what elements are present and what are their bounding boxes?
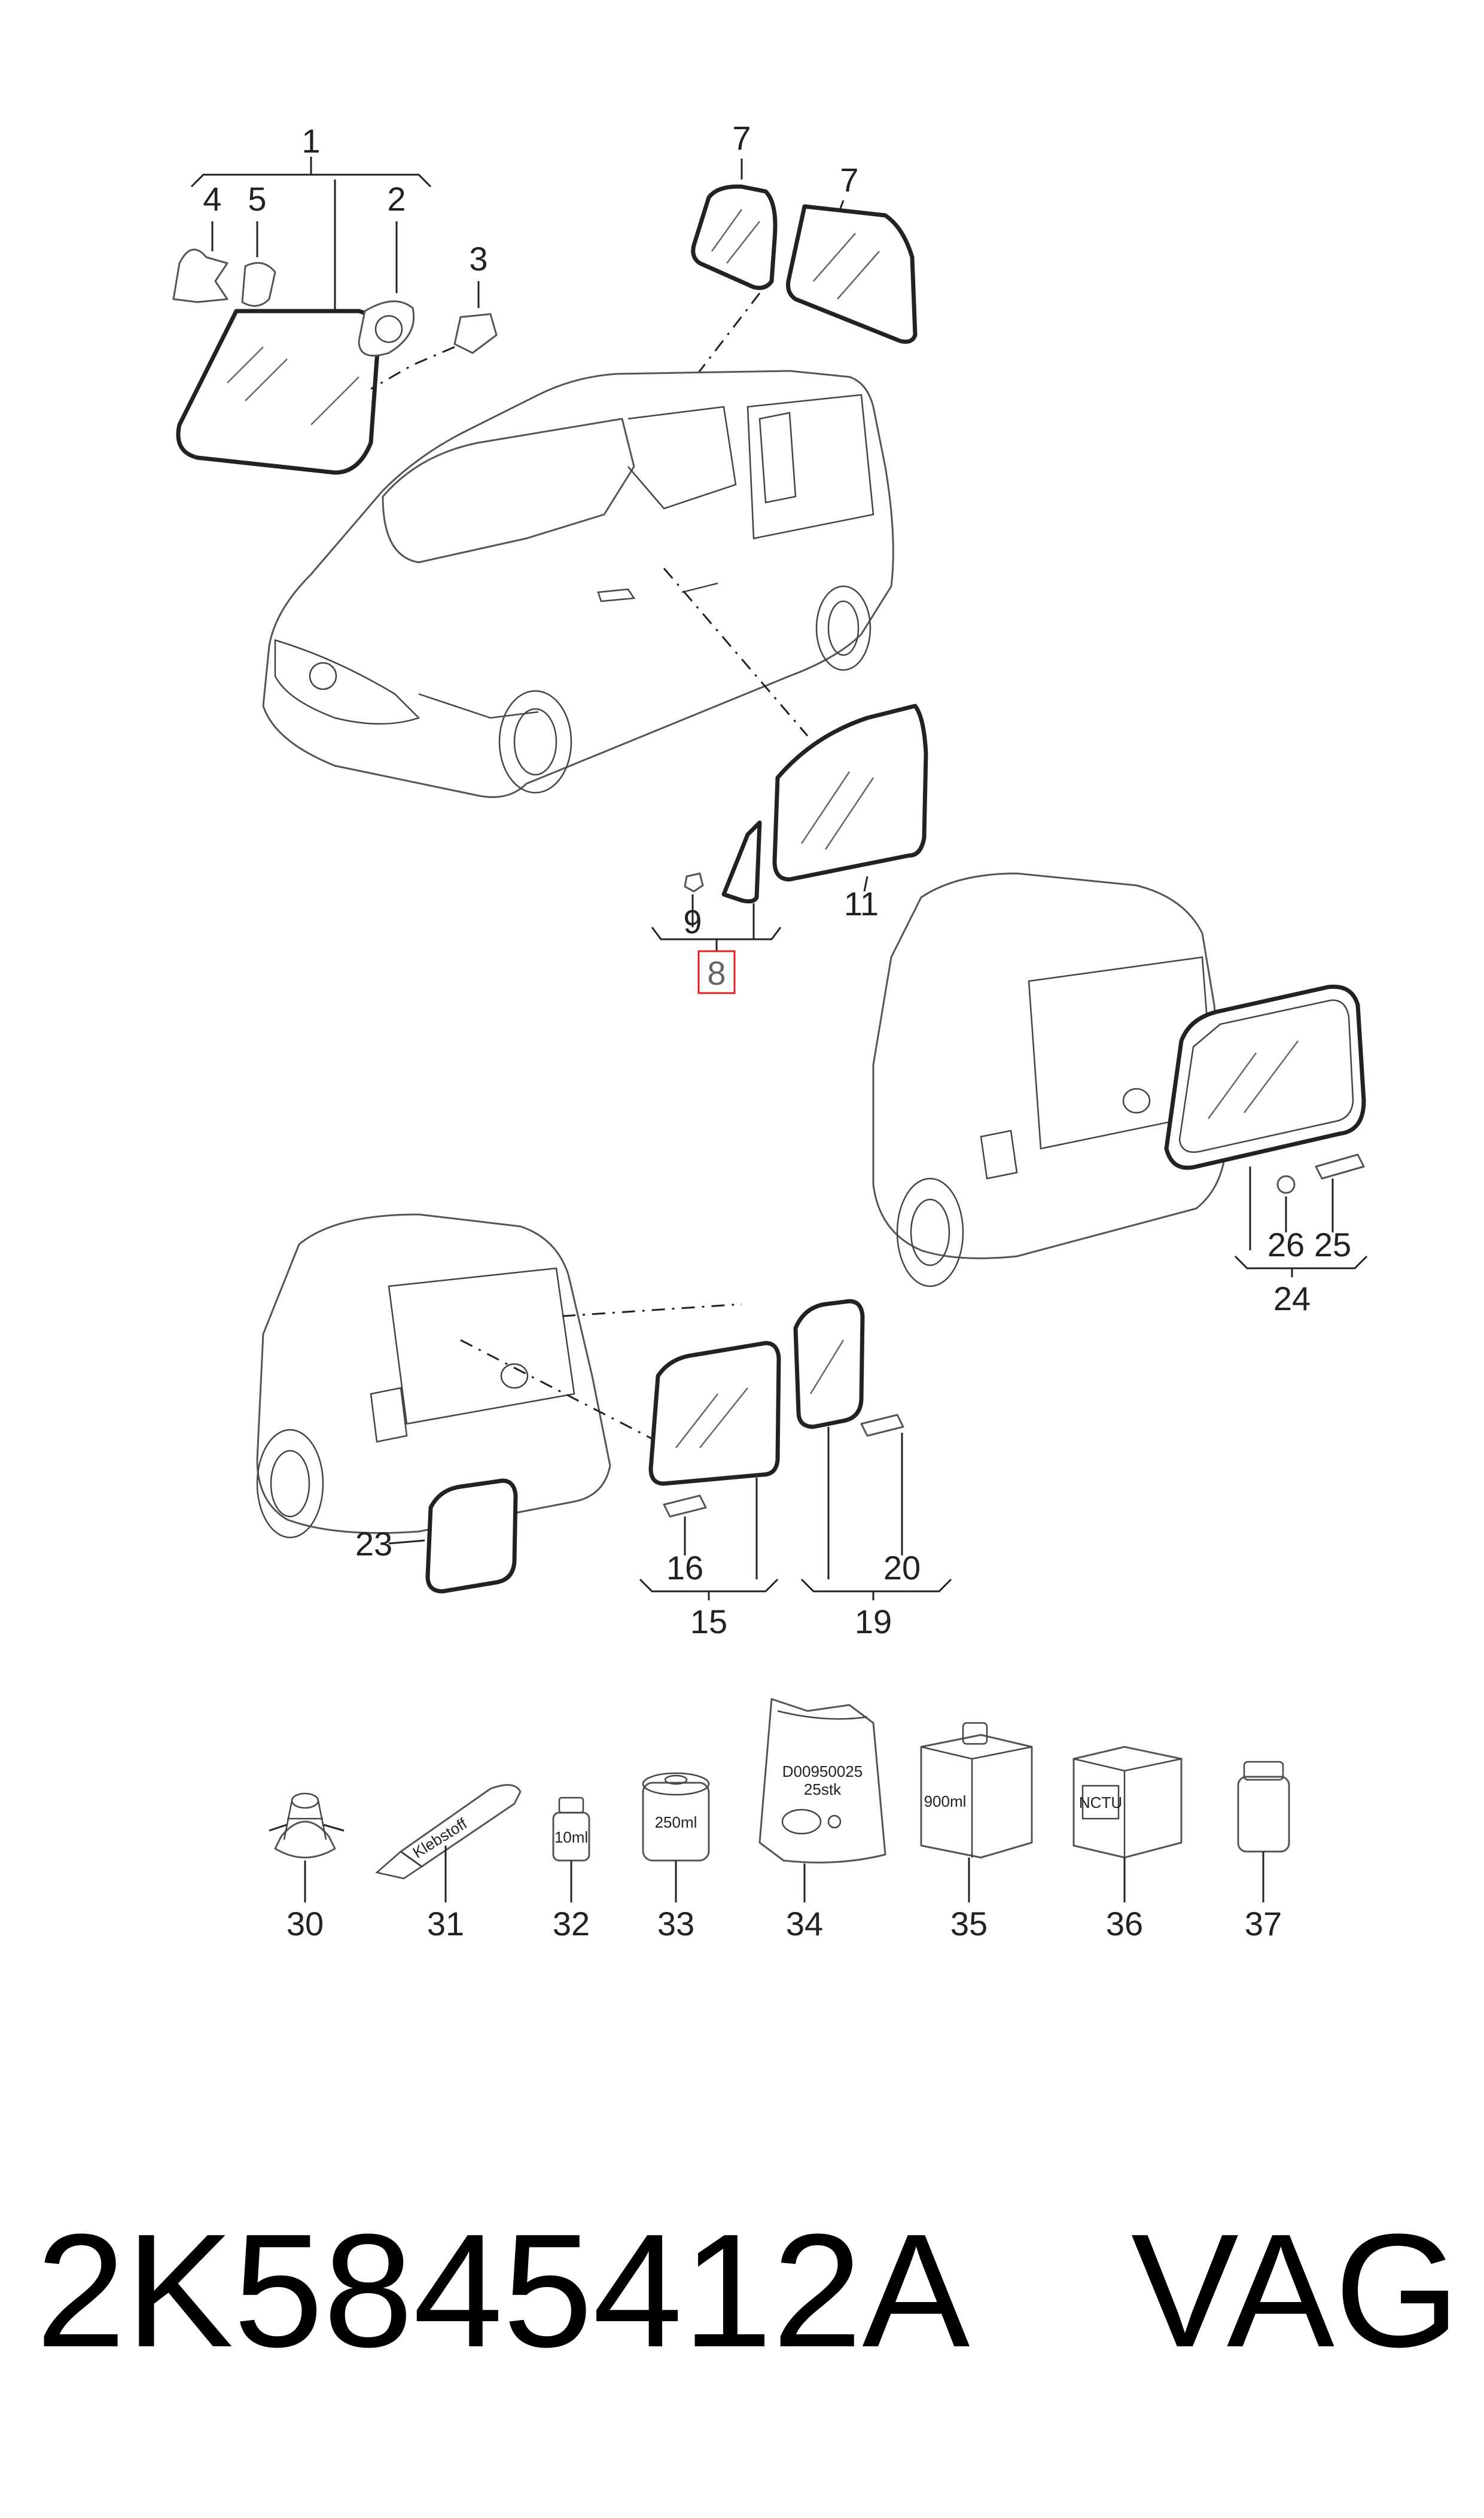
windscreen-glass [176, 309, 380, 475]
callout-20: 20 [883, 1549, 921, 1587]
rain-sensor-cover [172, 248, 228, 303]
brand-name: VAG [1130, 2201, 1460, 2381]
quarter-glass-right [786, 204, 918, 344]
callout-36: 36 [1106, 1905, 1143, 1942]
bottle-label: 10ml [554, 1828, 588, 1846]
side-window-group: 7 7 [639, 119, 918, 449]
loose-window-23 [425, 1478, 518, 1594]
callout-35: 35 [950, 1905, 988, 1942]
callout-1: 1 [301, 122, 320, 160]
callout-16: 16 [666, 1549, 703, 1587]
sensor [453, 313, 498, 354]
can-label: 250ml [655, 1813, 697, 1831]
callout-24: 24 [1273, 1280, 1311, 1317]
callout-23: 23 [355, 1525, 392, 1563]
callout-7a: 7 [732, 119, 751, 157]
spacer-pad-19 [860, 1414, 904, 1437]
box-logo: NCTU [1079, 1794, 1122, 1811]
callout-34: 34 [786, 1905, 823, 1942]
quarter-glass-left [691, 184, 778, 290]
callout-2: 2 [387, 180, 406, 218]
callout-30: 30 [287, 1905, 324, 1942]
adhesive-tube [400, 1784, 522, 1868]
primer-bottle [1237, 1776, 1290, 1853]
door-glass [772, 704, 928, 882]
callout-26: 26 [1267, 1226, 1305, 1263]
accessories-row: 30 Klebstoff 31 10ml 32 250ml 33 D009500… [269, 1698, 1290, 1942]
callout-5: 5 [248, 180, 266, 218]
callout-19: 19 [855, 1603, 892, 1640]
spacer-pad-24 [1315, 1153, 1365, 1180]
callout-9: 9 [683, 903, 702, 940]
box-900ml [920, 1734, 1033, 1859]
highlight-box [697, 950, 736, 994]
callout-37: 37 [1245, 1905, 1282, 1942]
callout-11: 11 [844, 885, 879, 922]
door-glass-group: 11 9 8 [651, 704, 928, 994]
callout-8: 8 [707, 954, 726, 992]
rear-van-right: 26 25 24 [872, 872, 1368, 1317]
windscreen-group: 1 4 5 2 3 [172, 122, 498, 475]
footer: 2K5845412A VAG [0, 2202, 1484, 2381]
box-volume: 900ml [924, 1792, 967, 1810]
callout-4: 4 [203, 180, 221, 218]
clip [684, 872, 704, 893]
grommet [1276, 1175, 1296, 1194]
front-van [262, 370, 894, 798]
rear-van-left: 16 15 20 19 23 [256, 1213, 952, 1640]
spacer-pad-15 [663, 1494, 707, 1518]
rubber-grommet [274, 1820, 336, 1859]
bag-qty: 25stk [804, 1780, 842, 1798]
callout-33: 33 [657, 1905, 694, 1942]
callout-15: 15 [690, 1603, 727, 1640]
bag-code: D00950025 [782, 1762, 863, 1780]
kit-box [1072, 1746, 1183, 1859]
part-number: 2K5845412A [36, 2201, 970, 2381]
callout-31: 31 [427, 1905, 464, 1942]
bag-of-parts [758, 1698, 886, 1864]
callout-7b: 7 [840, 161, 858, 199]
callout-32: 32 [553, 1905, 590, 1942]
sensor-mount [358, 300, 415, 357]
callout-25: 25 [1314, 1226, 1351, 1263]
rear-door-glass-left [648, 1341, 781, 1486]
cover-cap [241, 261, 276, 307]
callout-3: 3 [469, 240, 487, 278]
corner-glass [721, 820, 762, 904]
rear-window-tailgate [1164, 984, 1366, 1170]
